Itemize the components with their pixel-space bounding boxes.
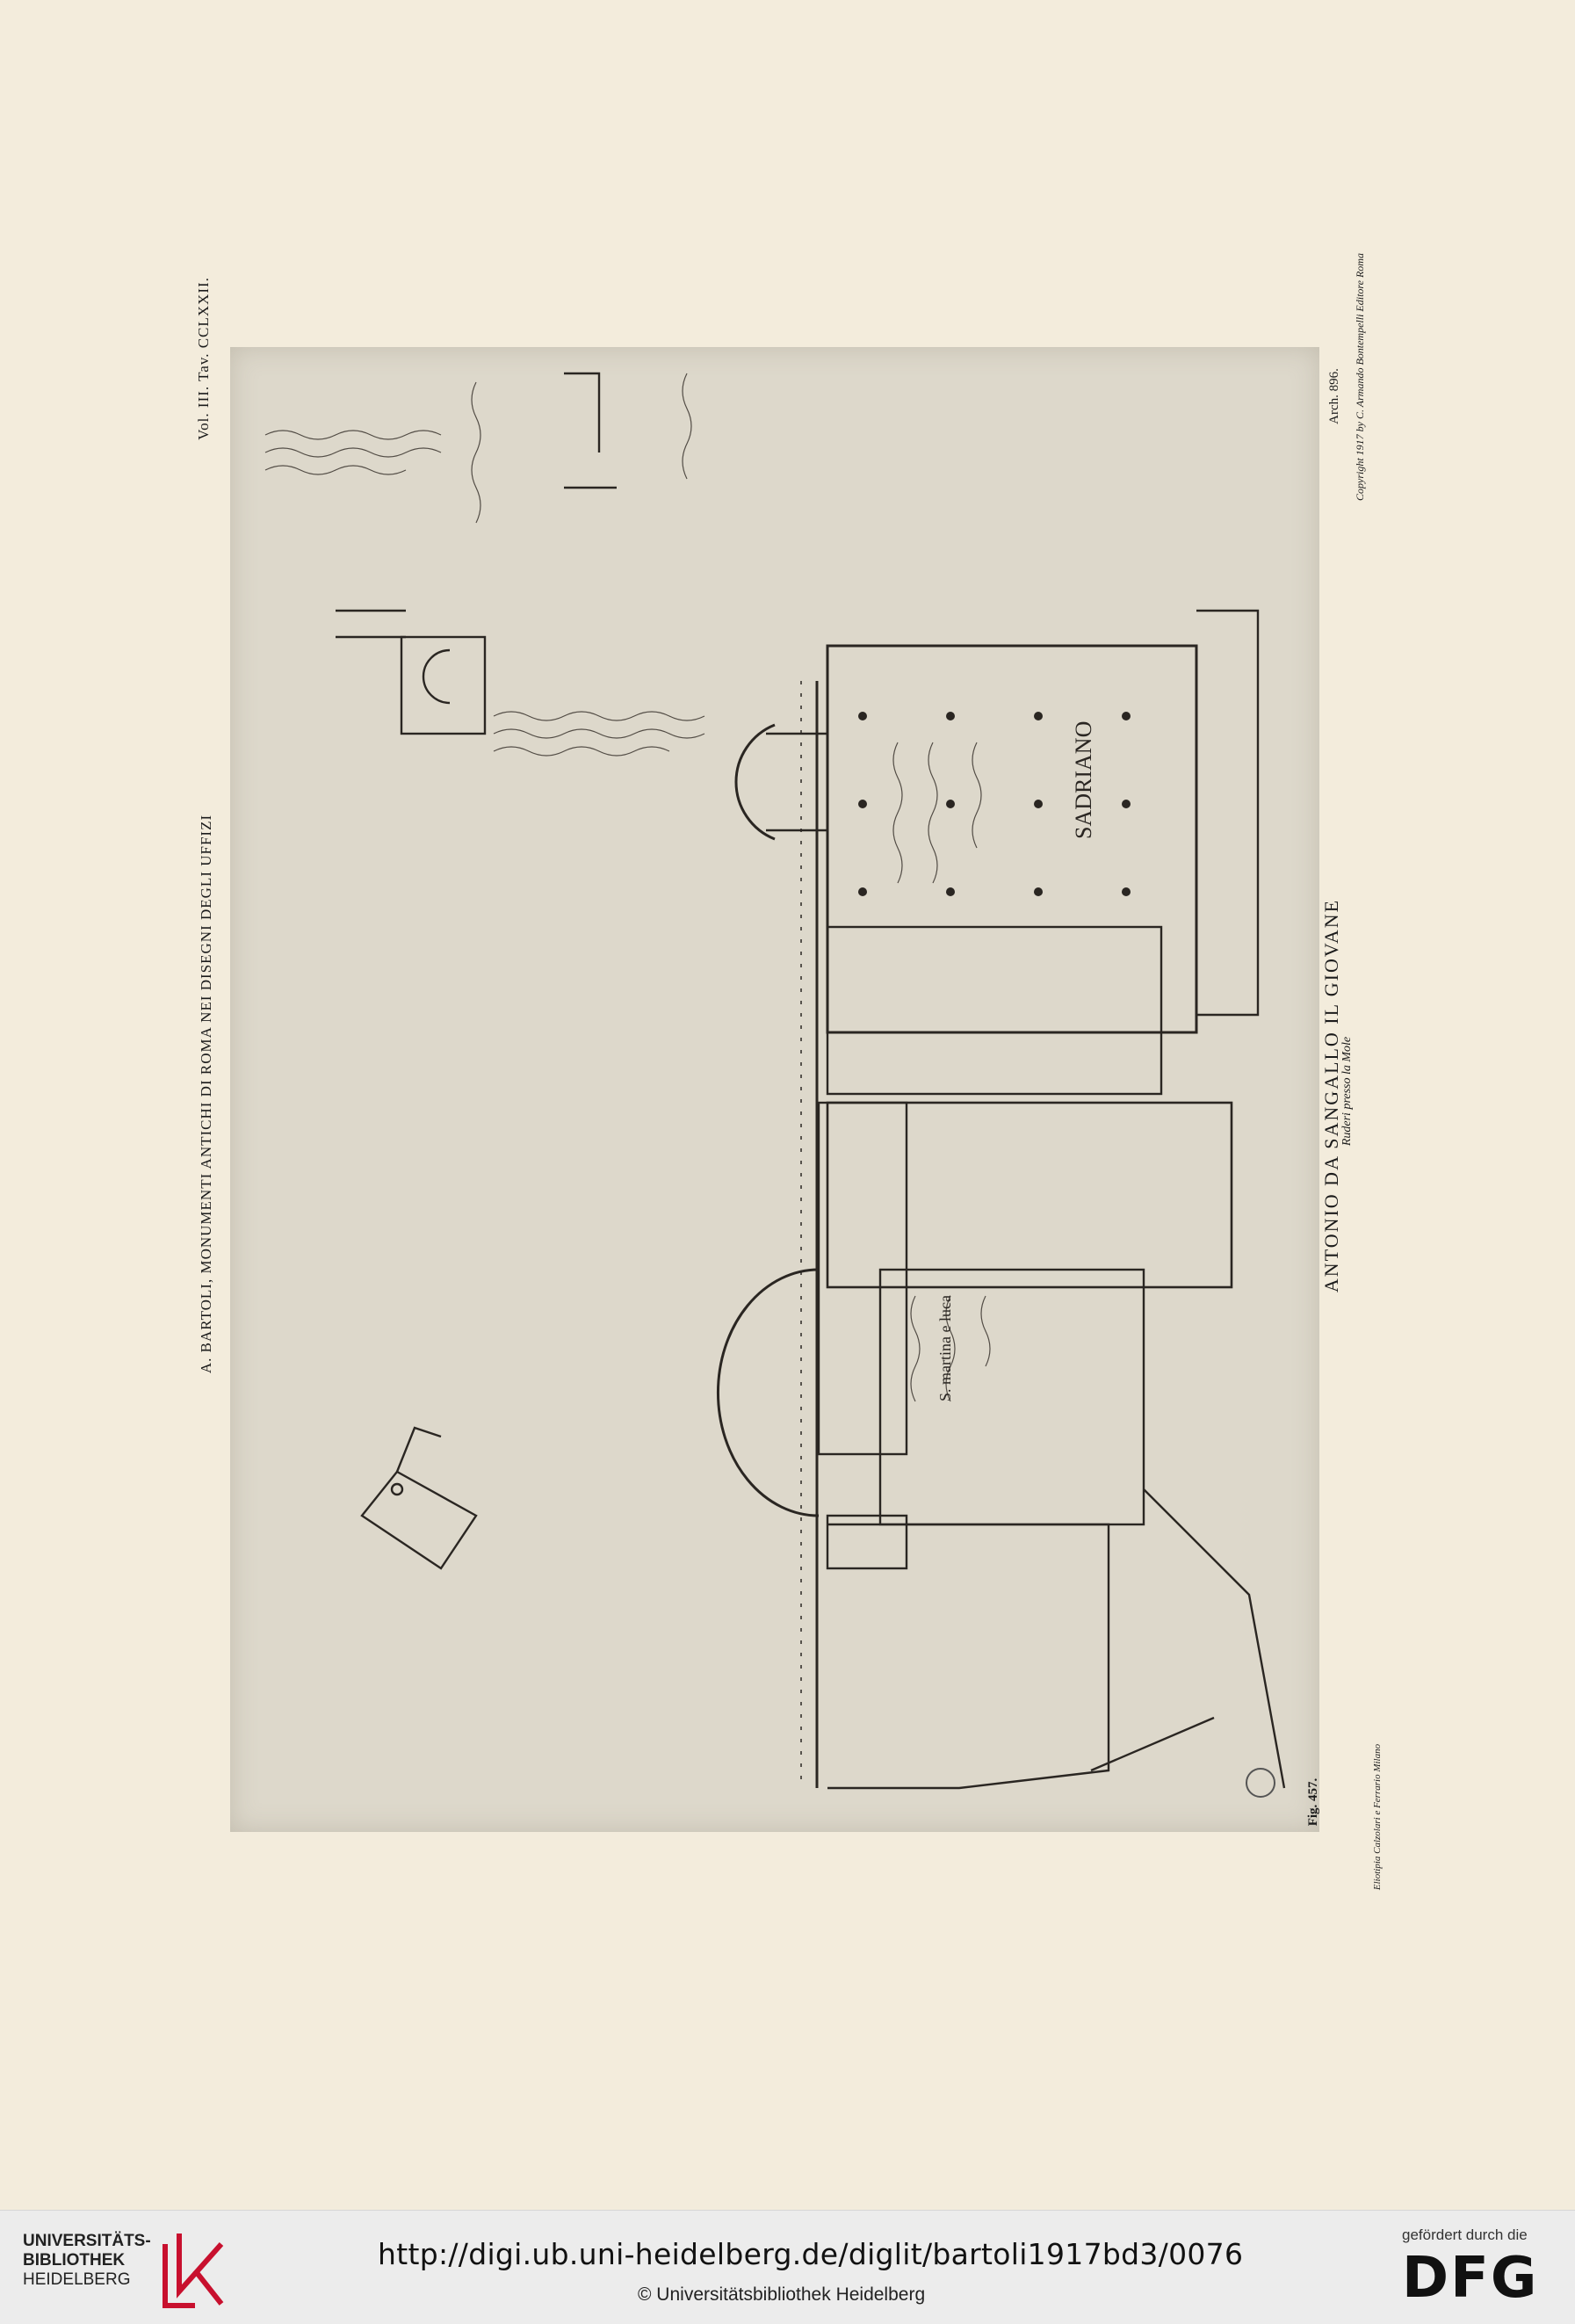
caption-subtitle: Ruderi presso la Mole [1340,1036,1354,1147]
running-header-left: A. BARTOLI, MONUMENTI ANTICHI DI ROMA NE… [198,814,214,1374]
university-logo: UNIVERSITÄTS- BIBLIOTHEK HEIDELBERG [23,2232,151,2290]
footer-bar: UNIVERSITÄTS- BIBLIOTHEK HEIDELBERG http… [0,2210,1575,2324]
logo-line-1: UNIVERSITÄTS- [23,2232,151,2250]
copyright-footer: © Universitätsbibliothek Heidelberg [638,2284,926,2305]
funded-by-text: gefördert durch die [1402,2226,1528,2243]
label-santa-martina: S. martina e luca [936,1295,954,1401]
university-mark-icon [163,2234,224,2308]
dfg-logo: DFG [1402,2246,1539,2311]
architectural-plan: SADRIANO S. martina e luca [264,372,1286,1790]
drawing-plate: SADRIANO S. martina e luca [230,347,1319,1832]
arch-number: Arch. 896. [1327,368,1341,424]
fig-number: Fig. 457. [1306,1777,1320,1827]
printer-note: Eliotipia Calzolari e Ferrario Milano [1372,1743,1383,1891]
logo-line-3: HEIDELBERG [23,2270,131,2289]
logo-line-2: BIBLIOTHEK [23,2251,126,2270]
copyright-note: Copyright 1917 by C. Armando Bontempelli… [1354,253,1366,501]
scanned-page: A. BARTOLI, MONUMENTI ANTICHI DI ROMA NE… [0,0,1575,2210]
document-url-link[interactable]: http://digi.ub.uni-heidelberg.de/diglit/… [378,2237,1244,2271]
label-sadriano: SADRIANO [1071,721,1096,839]
library-stamp-icon [1246,1768,1275,1798]
plate-number: Vol. III. Tav. CCLXXII. [195,277,212,440]
